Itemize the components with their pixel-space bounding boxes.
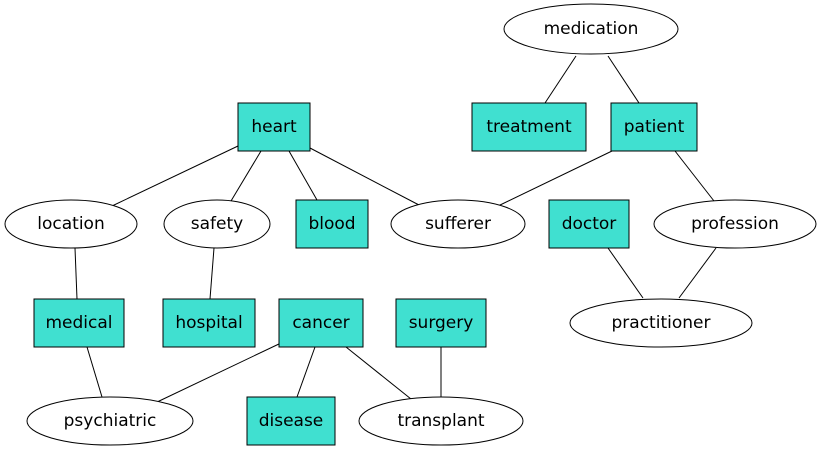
node-disease: disease (246, 396, 336, 446)
node-location-ellipse (4, 199, 138, 249)
node-heart-label: heart (251, 117, 297, 137)
node-medication-label: medication (544, 19, 639, 39)
node-cancer: cancer (278, 298, 364, 348)
node-psychiatric-ellipse (26, 396, 194, 446)
node-blood: blood (295, 199, 369, 249)
node-disease-box (246, 396, 336, 446)
node-safety-label: safety (191, 214, 243, 234)
node-location: location (4, 199, 138, 249)
edge-location-medical (74, 247, 78, 300)
node-surgery: surgery (395, 298, 487, 348)
node-patient: patient (610, 102, 698, 152)
edge-cancer-disease (296, 346, 316, 398)
node-heart: heart (237, 102, 311, 152)
node-hospital-box (162, 298, 256, 348)
node-profession-ellipse (653, 199, 817, 249)
edge-medication-patient (607, 55, 640, 104)
node-treatment-box (471, 102, 587, 152)
node-surgery-box (395, 298, 487, 348)
node-sufferer-label: sufferer (425, 214, 491, 234)
node-medical: medical (33, 298, 125, 348)
node-hospital: hospital (162, 298, 256, 348)
node-hospital-label: hospital (175, 313, 242, 333)
node-sufferer-ellipse (390, 199, 526, 249)
nodes-layer: medication treatment patient heart location s… (4, 3, 817, 446)
node-medical-label: medical (45, 313, 112, 333)
node-safety: safety (163, 199, 271, 249)
node-practitioner: practitioner (569, 298, 753, 348)
node-blood-box (295, 199, 369, 249)
node-patient-box (610, 102, 698, 152)
node-blood-label: blood (308, 214, 355, 234)
node-profession: profession (653, 199, 817, 249)
edges-layer (74, 55, 717, 404)
edge-heart-safety (230, 150, 262, 202)
node-medication: medication (503, 3, 679, 55)
node-doctor-box (548, 199, 630, 249)
node-patient-label: patient (624, 117, 685, 137)
node-psychiatric: psychiatric (26, 396, 194, 446)
edge-patient-profession (674, 150, 715, 202)
edge-medical-psychiatric (86, 346, 103, 398)
node-transplant: transplant (358, 396, 524, 446)
edge-heart-location (111, 145, 239, 207)
edge-heart-blood (288, 150, 318, 201)
edge-cancer-psychiatric (154, 342, 282, 404)
node-doctor-label: doctor (562, 214, 617, 234)
node-sufferer: sufferer (390, 199, 526, 249)
node-treatment: treatment (471, 102, 587, 152)
edge-cancer-transplant (345, 346, 412, 400)
node-practitioner-label: practitioner (612, 313, 711, 333)
edge-safety-hospital (209, 247, 215, 300)
node-surgery-label: surgery (409, 313, 474, 333)
node-cancer-box (278, 298, 364, 348)
node-doctor: doctor (548, 199, 630, 249)
node-treatment-label: treatment (486, 117, 572, 137)
node-heart-box (237, 102, 311, 152)
edge-medication-treatment (544, 55, 577, 104)
node-transplant-label: transplant (397, 411, 484, 431)
node-medical-box (33, 298, 125, 348)
node-profession-label: profession (691, 214, 779, 234)
node-medication-ellipse (503, 3, 679, 55)
node-transplant-ellipse (358, 396, 524, 446)
edge-doctor-practitioner (607, 247, 644, 299)
node-practitioner-ellipse (569, 298, 753, 348)
node-psychiatric-label: psychiatric (64, 411, 157, 431)
edge-patient-sufferer (497, 150, 613, 207)
node-cancer-label: cancer (292, 313, 349, 333)
node-safety-ellipse (163, 199, 271, 249)
node-location-label: location (37, 214, 104, 234)
edge-profession-practitioner (678, 247, 717, 299)
node-disease-label: disease (259, 411, 324, 431)
edge-heart-sufferer (309, 147, 420, 206)
